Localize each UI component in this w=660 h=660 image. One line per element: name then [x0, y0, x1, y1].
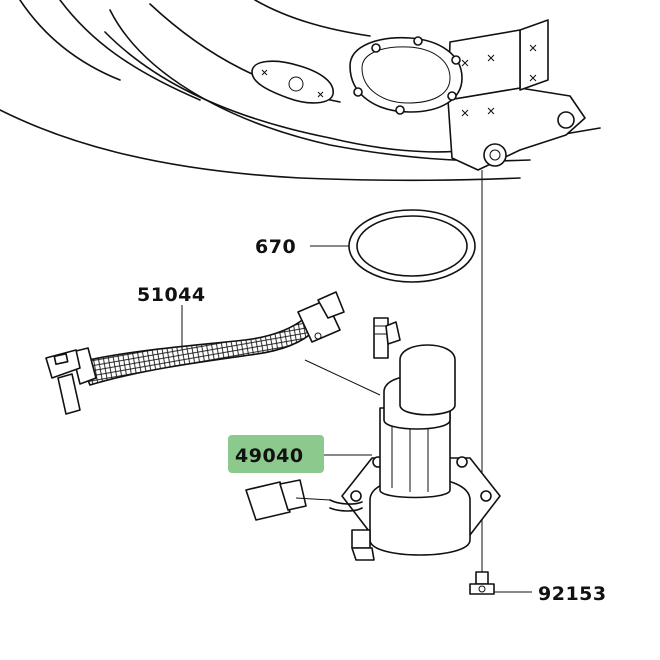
leader-51044-pump — [304, 359, 381, 396]
part-label-51044: 51044 — [137, 284, 206, 306]
fuel-tank — [0, 0, 601, 182]
bolt-92153 — [469, 571, 495, 595]
part-label-670: 670 — [255, 236, 296, 258]
bracket-marks — [461, 44, 537, 117]
part-label-92153: 92153 — [538, 583, 607, 605]
fuel-hose-51044 — [45, 291, 345, 415]
gasket-670 — [348, 209, 476, 283]
fuel-pump-49040 — [245, 317, 501, 561]
part-label-49040: 49040 — [235, 445, 304, 467]
highlight-49040 — [228, 435, 324, 473]
